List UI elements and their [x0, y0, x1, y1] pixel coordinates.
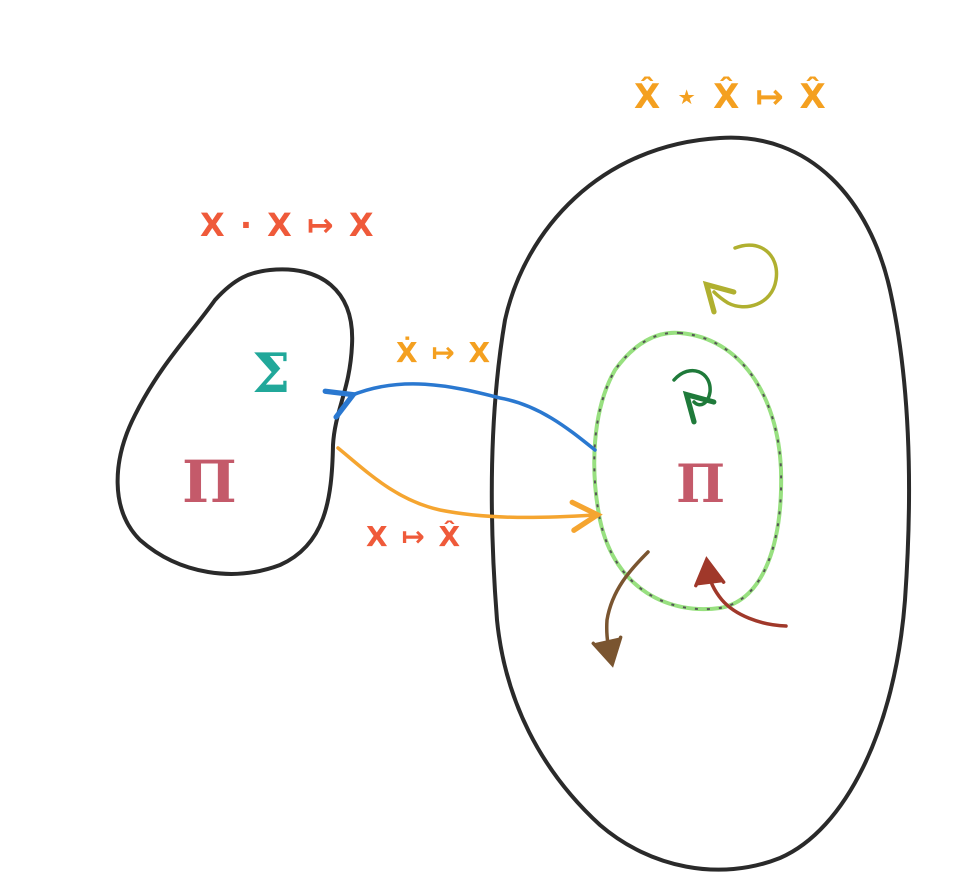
left-operation-label: X · X ↦ X — [200, 206, 376, 244]
incoming-arrow — [694, 556, 788, 628]
outgoing-arrow — [591, 550, 650, 668]
left-space-outline — [115, 267, 355, 576]
backward-map-label: Ẋ ↦ X — [396, 335, 492, 369]
inner-subspace-outline — [592, 330, 784, 612]
green-loop-arrow — [672, 368, 717, 425]
backward-map-arrow — [350, 382, 597, 452]
right-pi-symbol: Π — [676, 454, 725, 515]
olive-loop-arrow — [702, 243, 779, 315]
right-operation-label: X̂ ⋆ X̂ ↦ X̂ — [634, 76, 828, 117]
forward-map-arrow — [336, 446, 603, 533]
left-pi-symbol: Π — [182, 448, 237, 516]
sigma-symbol: Σ — [252, 341, 290, 405]
right-space-outline — [489, 135, 912, 872]
forward-map-label: X ↦ X̂ — [366, 520, 462, 553]
